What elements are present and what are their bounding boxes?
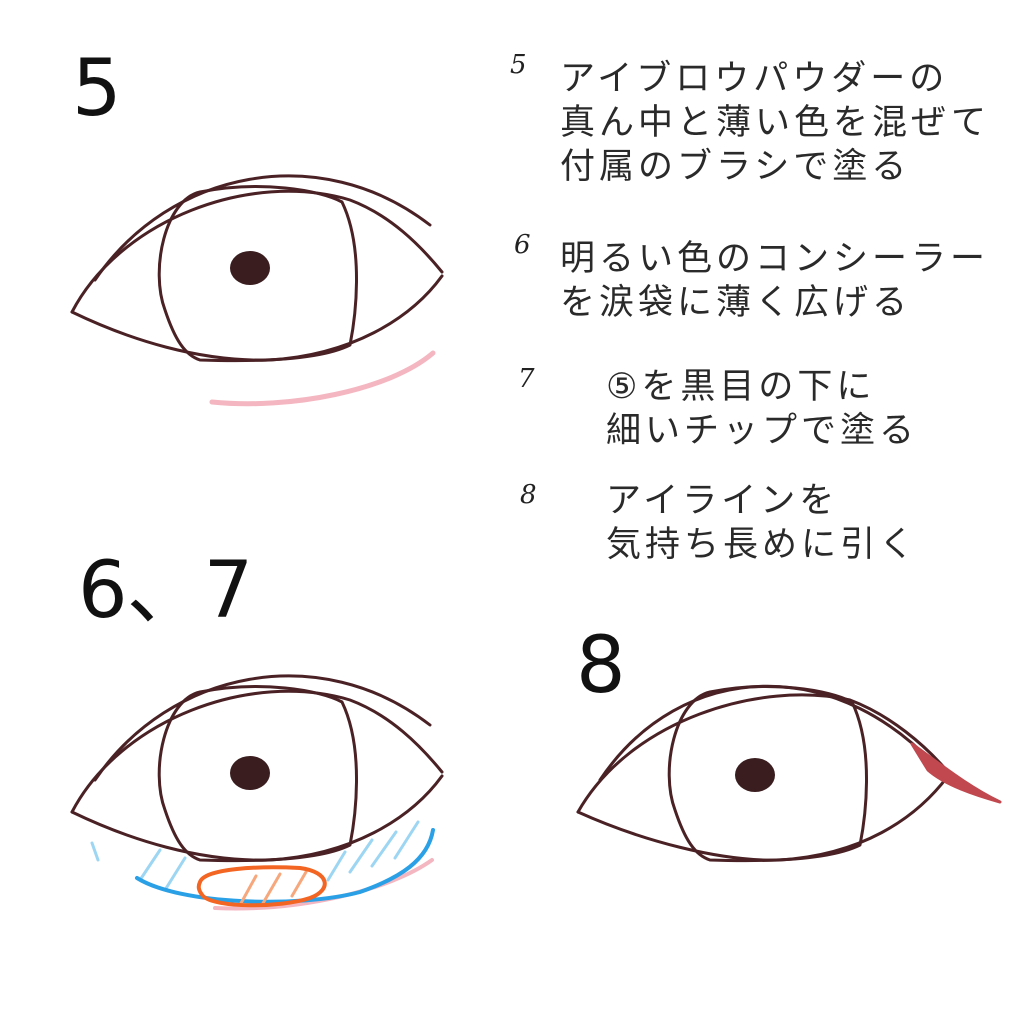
eye-5-crease [93, 174, 432, 282]
step-6-line-2: を涙袋に薄く広げる [560, 282, 912, 323]
step-7-line-1: ⑤を黒目の下に [606, 367, 876, 407]
eye-67-upper-lid [70, 689, 444, 814]
step-number-7: 7 [518, 364, 535, 394]
step-text-5: アイブロウパウダーの 真ん中と薄い色を混ぜて 付属のブラシで塗る [560, 58, 990, 189]
concealer-hatching [90, 820, 420, 892]
eye-67-pupil [230, 756, 270, 790]
eye-8-upper-lid [576, 693, 950, 814]
step-text-8: アイラインを 気持ち長めに引く [606, 480, 918, 568]
eye-step-8 [576, 684, 1002, 863]
step-5-line-1: アイブロウパウダーの [560, 59, 949, 99]
panel-number-5: 5 [72, 44, 122, 134]
chip-hatching [238, 870, 308, 907]
step-text-7: ⑤を黒目の下に 細いチップで塗る [606, 366, 918, 454]
step-8-line-2: 気持ち長めに引く [606, 524, 919, 565]
eye-step-6-7 [70, 674, 444, 911]
eye-8-iris [667, 685, 868, 863]
eye-5-pupil [230, 251, 270, 285]
eye-5-shadow-stroke [209, 350, 436, 407]
step-8-line-1: アイラインを [606, 481, 839, 521]
step-number-8: 8 [520, 480, 537, 510]
eye-67-iris [157, 685, 358, 863]
step-number-6: 6 [514, 230, 531, 260]
step-5-line-3: 付属のブラシで塗る [560, 146, 911, 187]
step-number-5: 5 [510, 50, 527, 80]
step-7-line-2: 細いチップで塗る [606, 410, 919, 451]
eye-67-crease [93, 674, 432, 782]
chip-orange-oval [196, 865, 327, 908]
eye-5-lower-lid [70, 274, 444, 362]
eye-step-5 [70, 174, 444, 407]
eye-5-upper-lid [70, 189, 444, 314]
eyeliner-wing [910, 742, 1002, 804]
panel-number-8: 8 [576, 621, 626, 711]
eye-8-pupil [735, 758, 775, 792]
step-6-line-1: 明るい色のコンシーラー [560, 239, 990, 279]
eye-8-crease [598, 684, 950, 782]
concealer-blue-outline [135, 828, 435, 904]
step-5-line-2: 真ん中と薄い色を混ぜて [560, 102, 991, 143]
panel-number-6-7: 6、7 [78, 546, 253, 636]
step-text-6: 明るい色のコンシーラー を涙袋に薄く広げる [560, 238, 989, 326]
eye-5-iris [157, 185, 358, 363]
